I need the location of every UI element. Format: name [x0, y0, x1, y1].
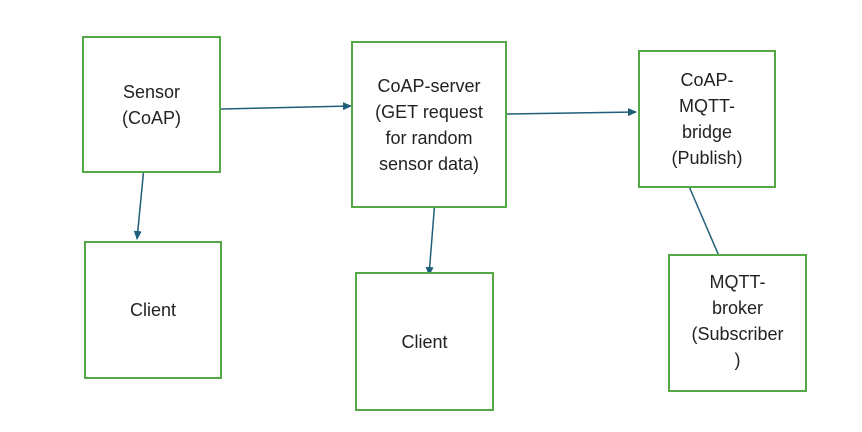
arrow-sensor-to-client	[133, 166, 145, 240]
coap-mqtt-bridge-node: CoAP- MQTT- bridge (Publish)	[638, 50, 776, 188]
sensor-node-label: Sensor (CoAP)	[121, 81, 181, 128]
client-node-left: Client	[84, 241, 222, 379]
arrow-sensor-to-coap-server	[220, 102, 352, 111]
client-node-middle: Client	[355, 272, 494, 411]
client-node-middle-label: Client	[401, 331, 448, 352]
client-node-left-label: Client	[129, 300, 177, 320]
coap-mqtt-bridge-node-label: CoAP- MQTT- bridge (Publish)	[671, 70, 743, 168]
arrow-coap-server-to-client	[425, 199, 436, 276]
arrow-bridge-to-broker	[687, 183, 723, 264]
coap-server-node: CoAP-server (GET request for random sens…	[351, 41, 507, 208]
mqtt-broker-node-label: MQTT- broker (Subscriber )	[691, 272, 784, 370]
mqtt-broker-node: MQTT- broker (Subscriber )	[668, 254, 807, 392]
arrow-coap-server-to-bridge	[505, 108, 637, 117]
coap-server-node-label: CoAP-server (GET request for random sens…	[375, 75, 483, 174]
sensor-node: Sensor (CoAP)	[82, 36, 221, 173]
